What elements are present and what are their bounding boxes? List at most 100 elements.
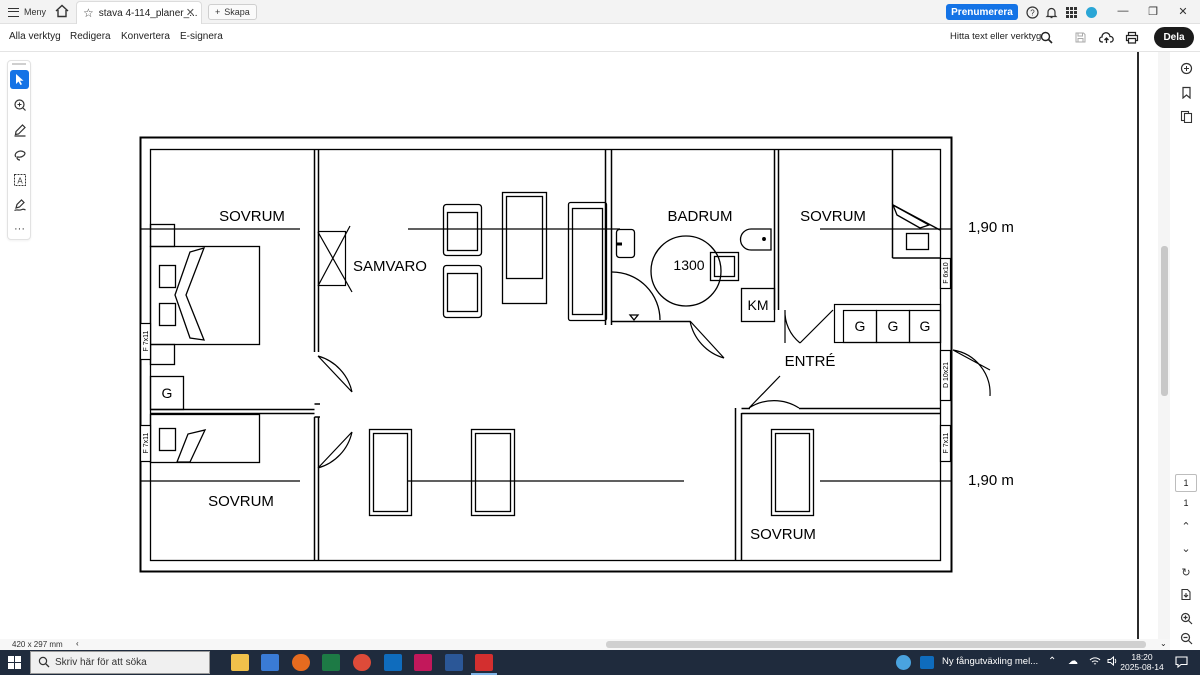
- close-window-icon[interactable]: ✕: [1178, 5, 1188, 18]
- room-label: ENTRÉ: [785, 353, 836, 370]
- taskbar-search-input[interactable]: Skriv här för att söka: [30, 651, 210, 674]
- chevron-down-icon[interactable]: ⌄: [1181, 542, 1191, 555]
- scroll-left-icon[interactable]: ‹: [76, 639, 79, 648]
- chrome-icon[interactable]: [353, 654, 371, 671]
- home-icon[interactable]: [54, 3, 70, 19]
- notification-text[interactable]: Ny fångutväxling mel...: [942, 656, 1039, 667]
- menu-convert[interactable]: Konvertera: [121, 31, 170, 42]
- refresh-icon[interactable]: ↻: [1181, 566, 1191, 579]
- excel-icon[interactable]: [322, 654, 340, 671]
- comment-tool-icon[interactable]: [10, 95, 29, 114]
- freehand-lasso-icon[interactable]: [10, 145, 29, 164]
- room-label: SOVRUM: [219, 208, 285, 225]
- wifi-icon[interactable]: [1089, 656, 1101, 669]
- horizontal-scrollbar[interactable]: [606, 641, 1146, 648]
- windows-taskbar: Skriv här för att söka Ny fångutväxling …: [0, 650, 1200, 675]
- vertical-scrollbar[interactable]: [1158, 52, 1170, 639]
- taskbar-clock[interactable]: 18:20 2025-08-14: [1120, 652, 1164, 672]
- zoom-in-icon[interactable]: [1178, 610, 1194, 626]
- menu-edit[interactable]: Redigera: [70, 31, 111, 42]
- apps-grid-icon[interactable]: [1063, 4, 1079, 20]
- cloud-icon[interactable]: ☁: [1068, 656, 1078, 667]
- clock-date: 2025-08-14: [1120, 662, 1164, 672]
- find-tool-search[interactable]: Hitta text eller verktyg: [950, 31, 1042, 42]
- print-icon[interactable]: [1124, 29, 1140, 45]
- save-icon[interactable]: [1072, 29, 1088, 45]
- draw-pen-icon[interactable]: [10, 120, 29, 139]
- cabinet-label: G: [162, 385, 173, 401]
- app-icon[interactable]: [414, 654, 432, 671]
- km-label: KM: [748, 297, 769, 313]
- status-bar: 420 x 297 mm ‹ ⌄: [0, 639, 1170, 650]
- help-app-icon[interactable]: [896, 655, 911, 670]
- windows-start-icon[interactable]: [8, 656, 21, 669]
- page-size: 420 x 297 mm: [12, 640, 63, 649]
- dimension-label: 1,90 m: [968, 472, 1014, 489]
- create-label: Skapa: [224, 7, 250, 17]
- menu-all-tools[interactable]: Alla verktyg: [9, 31, 61, 42]
- notification-center-icon[interactable]: [1175, 656, 1188, 671]
- menu-button[interactable]: Meny: [8, 4, 46, 20]
- tray-chevron-icon[interactable]: ⌃: [1048, 656, 1057, 667]
- acrobat-icon[interactable]: [471, 654, 497, 675]
- share-button[interactable]: Dela: [1154, 27, 1194, 48]
- cabinet-label: G: [920, 318, 931, 334]
- dimension-label: 1,90 m: [968, 219, 1014, 236]
- menu-esign[interactable]: E-signera: [180, 31, 223, 42]
- room-label: SOVRUM: [208, 493, 274, 510]
- room-label: SOVRUM: [750, 526, 816, 543]
- cloud-upload-icon[interactable]: [1098, 29, 1114, 45]
- svg-text:A: A: [17, 176, 23, 185]
- rail-grip: [12, 63, 26, 65]
- cabinet-label: G: [888, 318, 899, 334]
- room-label: SAMVARO: [353, 258, 427, 275]
- more-tools-icon[interactable]: ···: [14, 222, 25, 235]
- create-button[interactable]: + Skapa: [208, 4, 257, 20]
- restore-icon[interactable]: ❐: [1148, 5, 1158, 18]
- clock-time: 18:20: [1131, 652, 1153, 662]
- close-tab-icon[interactable]: ✕: [185, 7, 195, 19]
- right-rail: 1 1 ⌃ ⌄ ↻: [1172, 52, 1200, 650]
- export-page-icon[interactable]: [1178, 586, 1194, 602]
- star-icon[interactable]: ☆: [83, 6, 94, 20]
- store-icon[interactable]: [261, 654, 279, 671]
- scrollbar-thumb[interactable]: [1161, 246, 1168, 396]
- file-explorer-icon[interactable]: [231, 654, 249, 671]
- help-icon[interactable]: ?: [1024, 4, 1040, 20]
- door-label: D 10x21: [943, 362, 950, 388]
- scroll-down-icon[interactable]: ⌄: [1160, 639, 1167, 648]
- document-canvas[interactable]: SOVRUM SAMVARO BADRUM SOVRUM SOVRUM SOVR…: [34, 52, 1138, 639]
- search-icon: [38, 656, 50, 671]
- bookmark-icon[interactable]: [1178, 84, 1194, 100]
- turning-circle-label: 1300: [673, 257, 704, 273]
- toolbar: Alla verktyg Redigera Konvertera E-signe…: [0, 24, 1200, 52]
- sign-pen-icon[interactable]: [10, 195, 29, 214]
- comment-panel-icon[interactable]: [1178, 60, 1194, 76]
- tab-document[interactable]: ☆ stava 4-114_planer_... ✕: [76, 1, 202, 24]
- window-label: F 7x11: [943, 432, 950, 453]
- floor-plan-labels: SOVRUM SAMVARO BADRUM SOVRUM SOVRUM SOVR…: [143, 208, 1014, 543]
- chevron-up-icon[interactable]: ⌃: [1181, 520, 1191, 533]
- search-icon[interactable]: [1038, 29, 1054, 45]
- left-tool-rail: A ···: [7, 60, 31, 240]
- subscribe-button[interactable]: Prenumerera: [946, 4, 1018, 20]
- cabinet-label: G: [855, 318, 866, 334]
- page-edge-line: [1137, 52, 1139, 639]
- pages-icon[interactable]: [1178, 108, 1194, 124]
- current-page-input[interactable]: 1: [1175, 474, 1197, 492]
- window-label: F 7x11: [143, 432, 150, 453]
- zoom-out-icon[interactable]: [1178, 630, 1194, 646]
- room-label: SOVRUM: [800, 208, 866, 225]
- text-box-icon[interactable]: A: [10, 170, 29, 189]
- minimize-icon[interactable]: —: [1117, 5, 1129, 17]
- word-icon[interactable]: [445, 654, 463, 671]
- volume-icon[interactable]: [1107, 655, 1119, 669]
- room-label: BADRUM: [667, 208, 732, 225]
- select-tool-icon[interactable]: [10, 70, 29, 89]
- bell-icon[interactable]: [1043, 4, 1059, 20]
- firefox-icon[interactable]: [292, 654, 310, 671]
- outlook-icon[interactable]: [384, 654, 402, 671]
- svg-text:?: ?: [1030, 8, 1035, 17]
- ai-assistant-icon[interactable]: [1083, 4, 1099, 20]
